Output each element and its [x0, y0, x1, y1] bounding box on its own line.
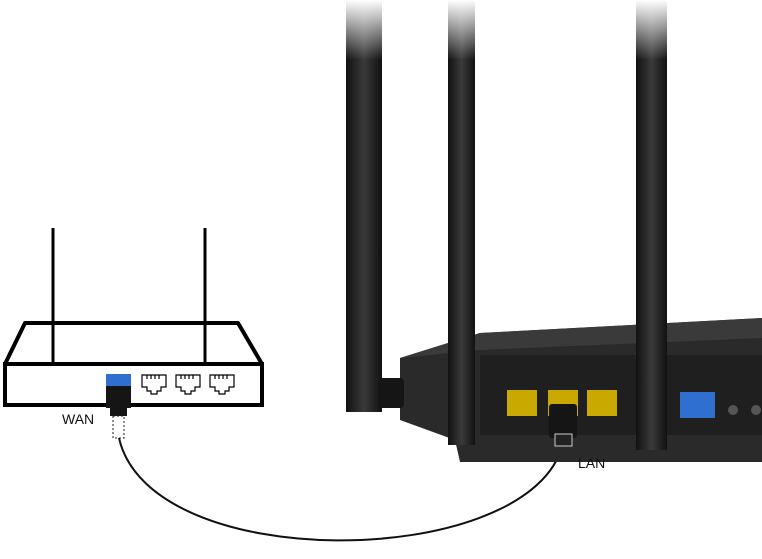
wan-plug — [106, 374, 131, 439]
router-antenna-3 — [636, 0, 667, 450]
lan-label: LAN — [578, 455, 606, 471]
modem — [3, 228, 264, 439]
wan-label: WAN — [62, 411, 95, 427]
router-button — [751, 405, 761, 415]
ethernet-port-icon — [175, 374, 201, 395]
modem-top — [3, 321, 264, 366]
ethernet-port-icon — [209, 374, 235, 395]
modem-lan-ports — [141, 374, 235, 395]
router-antenna-2 — [448, 0, 475, 445]
lan-plug — [549, 404, 577, 447]
ethernet-port-icon — [141, 374, 167, 395]
router-button — [728, 405, 738, 415]
router-wan-port — [680, 392, 715, 418]
ethernet-cable — [118, 437, 562, 542]
wireless-router — [346, 0, 762, 462]
router-antenna-1 — [346, 0, 382, 412]
